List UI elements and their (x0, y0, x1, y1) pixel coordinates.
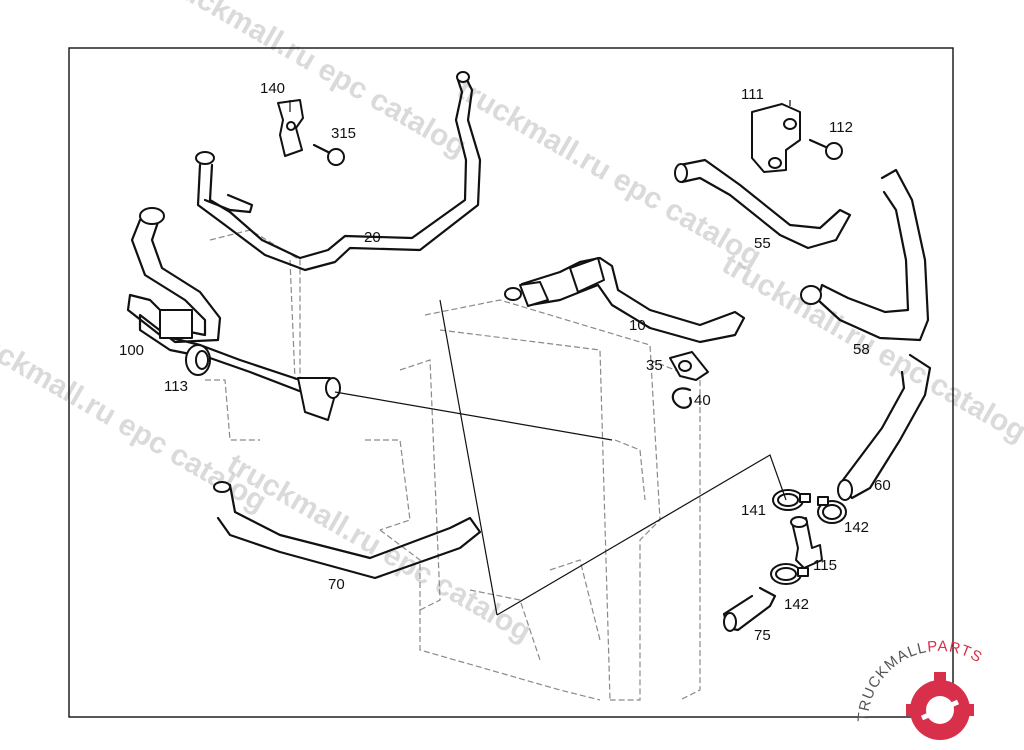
label-142-upper: 142 (844, 519, 869, 536)
watermark-text: truckmall.ru epc catalog (157, 0, 472, 164)
hose-58 (800, 168, 930, 342)
label-141: 141 (741, 502, 766, 519)
hose-100 (126, 207, 341, 421)
bolt-112 (808, 138, 843, 160)
clamp-142-lower (770, 563, 809, 585)
hose-10 (504, 256, 746, 344)
watermark-text: truckmall.ru epc catalog (452, 72, 767, 273)
truckmall-logo[interactable]: TRUCKMALLPARTS (855, 638, 986, 740)
label-100: 100 (119, 342, 144, 359)
engine-background (205, 229, 701, 701)
leader-lines (289, 100, 791, 616)
connector-115 (790, 516, 823, 569)
hose-55 (674, 158, 852, 250)
label-113: 113 (164, 378, 188, 395)
gear-icon (906, 672, 974, 740)
hose-60 (837, 353, 932, 501)
label-35: 35 (646, 357, 663, 374)
label-142-lower: 142 (784, 596, 809, 613)
label-20: 20 (364, 229, 381, 246)
label-140: 140 (260, 80, 285, 97)
bracket-111 (751, 103, 801, 173)
label-70: 70 (328, 576, 345, 593)
label-315: 315 (331, 125, 356, 142)
bracket-140 (277, 99, 304, 157)
part-labels: 140 315 20 111 112 55 10 58 100 113 35 4… (119, 80, 891, 644)
clamp-35 (669, 351, 709, 381)
label-115: 115 (813, 557, 837, 574)
label-10: 10 (629, 317, 646, 334)
clamp-142-upper (817, 496, 847, 524)
label-60: 60 (874, 477, 891, 494)
hose-70 (213, 481, 482, 580)
bolt-315 (312, 143, 345, 166)
label-55: 55 (754, 235, 771, 252)
clamp-141 (772, 489, 811, 511)
label-40: 40 (694, 392, 711, 409)
watermark-text: truckmall.ru epc catalog (717, 247, 1024, 448)
label-58: 58 (853, 341, 870, 358)
part-113 (185, 344, 211, 376)
label-112: 112 (829, 119, 853, 136)
label-75: 75 (754, 627, 771, 644)
hose-20 (195, 71, 482, 272)
hose-75 (722, 586, 777, 632)
diagram-frame (68, 47, 954, 718)
clamp-40 (671, 387, 692, 409)
label-111: 111 (741, 86, 764, 103)
logo-brand-accent: PARTS (927, 638, 986, 667)
